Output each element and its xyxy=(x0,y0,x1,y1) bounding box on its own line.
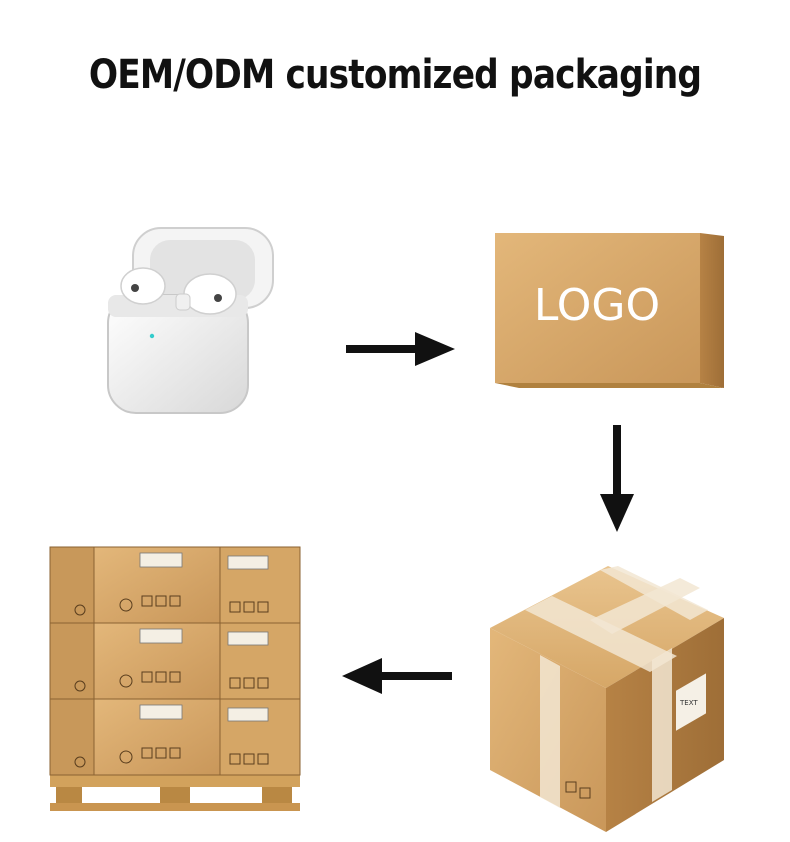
box-logo-label: LOGO xyxy=(534,280,660,331)
arrow-down-icon xyxy=(600,425,634,532)
pallet-image xyxy=(49,546,301,811)
page-title: OEM/ODM customized packaging xyxy=(88,52,702,98)
arrow-left-icon xyxy=(342,658,452,694)
arrow-right-icon xyxy=(346,332,455,366)
earbuds-case-image xyxy=(107,227,274,414)
branded-box-image: LOGO xyxy=(495,233,724,388)
carton-label-text: TEXT xyxy=(679,699,698,707)
shipping-carton-image: TEXT xyxy=(490,566,724,832)
